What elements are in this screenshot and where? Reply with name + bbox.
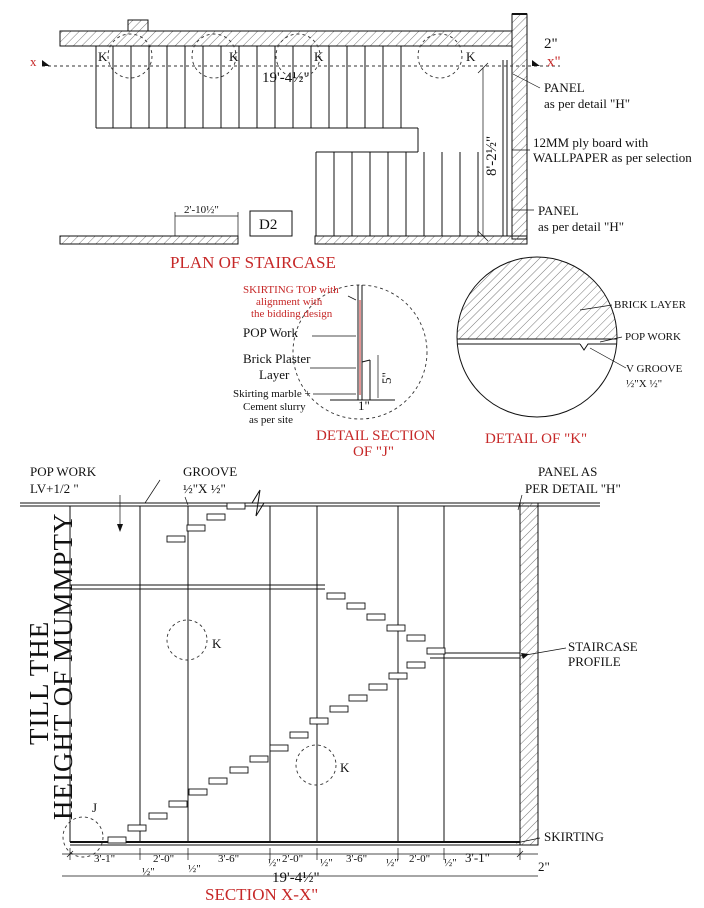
- detail-k-v-groove: V GROOVE: [626, 363, 683, 375]
- plan-k-circle-4: [417, 33, 463, 79]
- section-bay-dim-4: 2'-0": [282, 853, 303, 865]
- section-upper-treads: [166, 489, 265, 543]
- detail-j-circle: [292, 284, 428, 420]
- section-gap-dim-3: ½": [268, 857, 281, 869]
- detail-k-brick-layer: [457, 257, 617, 339]
- plan-ply-label: 12MM ply board with: [533, 135, 649, 150]
- detail-k-circle: [456, 256, 618, 418]
- plan-bottom-wall-right: [314, 235, 528, 245]
- plan-ply-label-2: WALLPAPER as per selection: [533, 150, 692, 165]
- section-bay-dim-2: 2'-0": [153, 853, 174, 865]
- plan-panel-detail-top: as per detail "H": [544, 96, 630, 111]
- section-dimension-chain: [62, 848, 538, 860]
- section-k-label-2: K: [340, 760, 350, 775]
- plan-k-label-2: K: [229, 49, 239, 64]
- detail-k-pop-work: POP WORK: [625, 331, 681, 343]
- detail-j-title-1: DETAIL SECTION: [316, 428, 436, 444]
- section-staircase-profile: STAIRCASE: [568, 639, 638, 654]
- section-skirting: SKIRTING: [544, 829, 604, 844]
- section-xx: K K J POP WORK LV+1/2 " GROOVE ½"X ½" PA…: [20, 464, 638, 904]
- detail-j-dim-height: 5": [379, 372, 394, 384]
- section-j-label: J: [92, 800, 97, 815]
- plan-lower-flight: [333, 152, 479, 236]
- section-total-dim: 19'-4½": [272, 870, 320, 886]
- plan-chimney-block: [127, 19, 149, 32]
- section-groove-size: ½"X ½": [183, 481, 226, 496]
- plan-length-dim: 19'-4½": [262, 70, 310, 86]
- section-bay-dim-6: 2'-0": [409, 853, 430, 865]
- plan-width-dim: 8'-2½": [484, 136, 500, 176]
- section-gap-dim-6: ½": [444, 857, 457, 869]
- plan-panel-detail-bottom: as per detail "H": [538, 219, 624, 234]
- plan-k-circle-1: [107, 33, 153, 79]
- section-bay-dim-7: 3'-1": [465, 850, 490, 865]
- plan-bottom-wall-left: [59, 235, 239, 245]
- detail-k-title: DETAIL OF "K": [485, 431, 587, 447]
- plan-top-dim: 2": [544, 36, 558, 52]
- detail-j-title-2: OF "J": [353, 444, 394, 460]
- plan-door-tag: D2: [259, 217, 277, 233]
- detail-j-skirting-marble-2: Cement slurry: [243, 401, 306, 413]
- plan-right-wall: [511, 13, 528, 240]
- plan-upper-flight: [95, 46, 419, 236]
- plan-k-label-1: K: [98, 49, 108, 64]
- detail-j-pop-work: POP Work: [243, 325, 298, 340]
- detail-j-skirting-top: SKIRTING TOP with: [243, 284, 339, 296]
- section-gap-dim-2: ½": [188, 863, 201, 875]
- section-arrow-left: [42, 60, 50, 66]
- plan-door-tag-box: [249, 210, 293, 237]
- plan-panel-label-top: PANEL: [544, 80, 585, 95]
- section-panel-as: PANEL AS: [538, 464, 597, 479]
- section-panel-detail: PER DETAIL "H": [525, 481, 621, 496]
- section-bay-dim-5: 3'-6": [346, 853, 367, 865]
- detail-j-skirting-marble: Skirting marble +: [233, 388, 311, 400]
- detail-j-brick-plaster: Brick Plaster: [243, 351, 311, 366]
- plan-title: PLAN OF STAIRCASE: [170, 253, 336, 272]
- section-right-wall: [519, 502, 539, 846]
- plan-top-wall: [59, 30, 513, 47]
- section-middle-treads: [289, 592, 446, 739]
- detail-j-brick-plaster-2: Layer: [259, 367, 290, 382]
- plan-of-staircase: x x" 2" K K K K 19'-4½" 8'-2½" PANEL as …: [30, 13, 692, 272]
- section-k-circle-2: [295, 744, 337, 786]
- plan-k-circle-3: [275, 33, 321, 79]
- detail-j-dim-width: 1": [358, 398, 370, 413]
- plan-door-dim: 2'-10½": [184, 204, 219, 216]
- section-staircase-profile-2: PROFILE: [568, 654, 621, 669]
- section-vertical-note-1: TILL THE: [24, 621, 54, 745]
- section-title: SECTION X-X": [205, 885, 318, 904]
- section-k-circle-1: [166, 619, 208, 661]
- section-bottom-right-dim: 2": [538, 859, 550, 874]
- detail-section-j: SKIRTING TOP with alignment with the bid…: [233, 284, 436, 460]
- section-bay-dim-1: 3'-1": [94, 853, 115, 865]
- section-vertical-note-2: HEIGHT OF MUMMPTY: [48, 512, 78, 820]
- plan-panel-label-bottom: PANEL: [538, 203, 579, 218]
- section-lower-treads: [107, 744, 289, 844]
- section-arrow-right: [532, 60, 540, 66]
- section-pop-work: POP WORK: [30, 464, 97, 479]
- detail-j-skirting-top-3: the bidding design: [251, 308, 333, 320]
- section-gap-dim-5: ½": [386, 857, 399, 869]
- detail-k-v-groove-size: ½"X ½": [626, 378, 662, 390]
- section-k-label-1: K: [212, 636, 222, 651]
- plan-k-circle-2: [191, 33, 237, 79]
- section-bay-dim-3: 3'-6": [218, 853, 239, 865]
- plan-k-label-4: K: [466, 49, 476, 64]
- section-gap-dim-1: ½": [142, 866, 155, 878]
- section-pop-level: LV+1/2 ": [30, 481, 79, 496]
- detail-j-skirting-top-2: alignment with: [256, 296, 323, 308]
- section-mark-right: x": [547, 54, 561, 70]
- section-panel-joints: [69, 506, 445, 842]
- detail-k-brick-layer-label: BRICK LAYER: [614, 299, 687, 311]
- section-groove: GROOVE: [183, 464, 237, 479]
- section-j-circle: [62, 816, 104, 858]
- detail-of-k: BRICK LAYER POP WORK V GROOVE ½"X ½" DET…: [456, 256, 687, 447]
- plan-k-label-3: K: [314, 49, 324, 64]
- section-mark-left: x: [30, 54, 37, 69]
- detail-j-skirting-marble-3: as per site: [249, 414, 293, 426]
- section-gap-dim-4: ½": [320, 857, 333, 869]
